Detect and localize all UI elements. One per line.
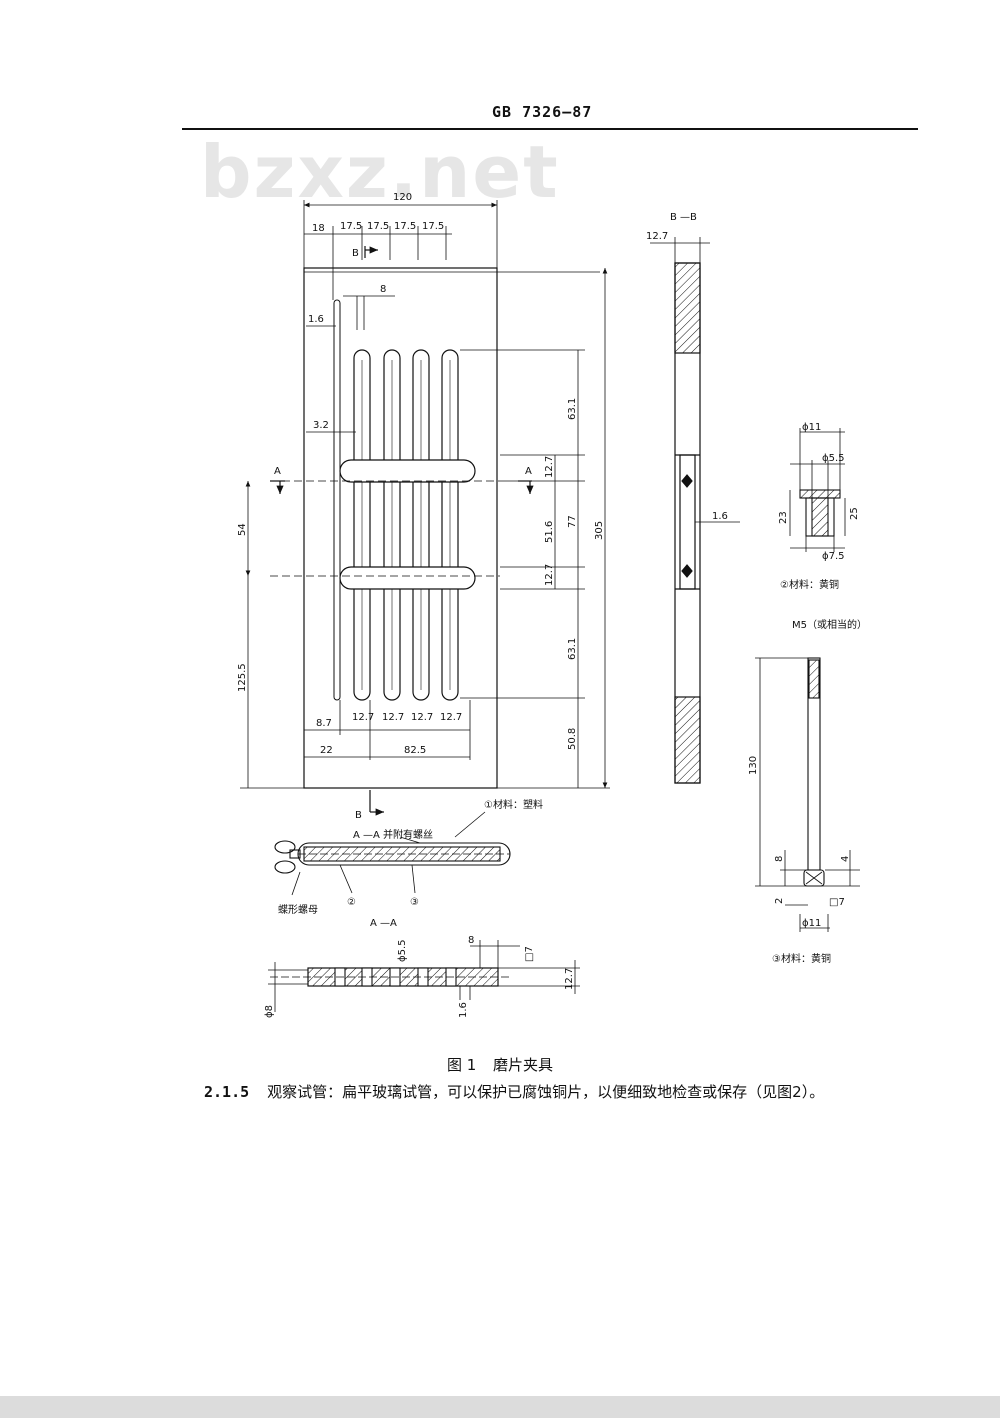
dim-82-5: 82.5: [404, 745, 426, 756]
bb-dim-12-7: 12.7: [646, 231, 668, 242]
aa-dim-12-7: 12.7: [564, 968, 575, 990]
figure-label: 图 1: [446, 1056, 477, 1074]
dim-3-2: 3.2: [313, 420, 329, 431]
aa-section-drawing: [268, 940, 580, 1012]
section-mark-a-right: A: [525, 466, 532, 477]
clause-text: 观察试管：扁平玻璃试管，可以保护已腐蚀铜片，以便细致地检查或保存（见图2）。: [267, 1083, 825, 1101]
slot-1: [353, 349, 371, 701]
aa-section-title: A —A: [370, 918, 397, 929]
dim-8: 8: [380, 284, 386, 295]
dim-18: 18: [312, 223, 325, 234]
dim-17-5-a: 17.5: [340, 221, 362, 232]
part2-labels: ϕ11 ϕ5.5 23 25 ϕ7.5 ②材料：黄铜: [778, 422, 860, 591]
aa-section-labels: A —A ϕ5.5 8 □7 12.7 ϕ8 1.6: [264, 918, 575, 1018]
dim-12-7-w4: 12.7: [440, 712, 462, 723]
aa-dim-8: 8: [468, 935, 474, 946]
dim-63-1-bottom: 63.1: [567, 638, 578, 660]
dim-12-7-w3: 12.7: [411, 712, 433, 723]
part2-dim-11: ϕ11: [802, 422, 821, 433]
bb-title: B —B: [670, 212, 697, 223]
dim-22: 22: [320, 745, 333, 756]
dim-1-6: 1.6: [308, 314, 324, 325]
dim-77: 77: [567, 515, 578, 528]
part2-dim-5-5: ϕ5.5: [822, 453, 845, 464]
part3-dim-8: 8: [774, 856, 785, 862]
part1-material: ①材料：塑料: [484, 798, 543, 811]
main-plate-outline: [303, 267, 498, 789]
part2-dim-23: 23: [778, 511, 789, 524]
clause-number: 2.1.5: [204, 1083, 250, 1101]
dim-12-7-b: 12.7: [544, 564, 555, 586]
aa-assembly-drawing: [274, 811, 511, 896]
aa-dim-1-6: 1.6: [458, 1002, 469, 1018]
part3-material: ③材料：黄铜: [772, 952, 831, 965]
dim-overall-width: 120: [393, 192, 412, 203]
dim-17-5-c: 17.5: [394, 221, 416, 232]
label-wing-nut: 蝶形螺母: [278, 903, 318, 916]
aa-dim-5-5: ϕ5.5: [397, 940, 408, 963]
figure-title: 磨片夹具: [493, 1056, 554, 1074]
bb-section-view: [650, 237, 740, 784]
part3-drawing: [755, 657, 860, 932]
dim-51-6: 51.6: [544, 521, 555, 543]
label-part2: ②: [347, 897, 356, 908]
dim-12-7-w1: 12.7: [352, 712, 374, 723]
dim-12-7-w2: 12.7: [382, 712, 404, 723]
part3-dim-2: 2: [774, 898, 785, 904]
dim-305: 305: [594, 521, 605, 540]
dim-17-5-b: 17.5: [367, 221, 389, 232]
aa-assembly-title: A —A 并附有螺丝: [353, 828, 433, 841]
part3-labels: M5（或相当的） 130 8 4 2 □7 ϕ11 ③材料：黄铜: [748, 618, 867, 965]
dim-8-7: 8.7: [316, 718, 332, 729]
slot-4: [441, 349, 459, 701]
main-view-labels: 120 18 17.5 17.5 17.5 17.5 8 B 1.6 3.2 A…: [237, 192, 605, 821]
aa-sq-7: □7: [524, 946, 535, 962]
part2-drawing: [789, 428, 846, 552]
part2-dim-25: 25: [849, 507, 860, 520]
viewer-bottom-strip: [0, 1396, 1000, 1418]
header-rule: [182, 128, 918, 130]
section-mark-a-left: A: [274, 466, 281, 477]
clause-2-1-5: 2.1.5 观察试管：扁平玻璃试管，可以保护已腐蚀铜片，以便细致地检查或保存（见图…: [204, 1081, 924, 1102]
section-mark-b-bottom: B: [355, 810, 362, 821]
label-part3: ③: [410, 897, 419, 908]
part2-material: ②材料：黄铜: [780, 578, 839, 591]
bb-dim-1-6: 1.6: [712, 511, 728, 522]
part3-dim-11: ϕ11: [802, 918, 821, 929]
dim-63-1-top: 63.1: [567, 398, 578, 420]
aa-dim-8-dia: ϕ8: [264, 1005, 275, 1018]
dim-50-8: 50.8: [567, 728, 578, 750]
part3-dim-130: 130: [748, 756, 759, 775]
figure-1-drawing: 120 18 17.5 17.5 17.5 17.5 8 B 1.6 3.2 A…: [237, 192, 867, 1018]
dim-54: 54: [237, 523, 248, 536]
watermark: bzxz.net: [200, 130, 560, 214]
main-view: [240, 200, 610, 816]
standard-code: GB 7326—87: [492, 103, 593, 121]
dim-17-5-d: 17.5: [422, 221, 444, 232]
part2-dim-7-5: ϕ7.5: [822, 551, 845, 562]
crossbar-top: [339, 459, 476, 483]
aa-assembly-labels: ①材料：塑料 A —A 并附有螺丝 蝶形螺母 ② ③: [278, 798, 543, 916]
crossbar-bottom: [339, 566, 476, 590]
dim-125-5: 125.5: [237, 663, 248, 692]
part3-sq-7: □7: [829, 897, 845, 908]
dim-12-7-a: 12.7: [544, 456, 555, 478]
figure-caption: 图 1 磨片夹具: [0, 1054, 1000, 1075]
section-mark-b-top: B: [352, 248, 359, 259]
part3-thread: M5（或相当的）: [792, 618, 867, 631]
bb-section-labels: B —B 12.7 1.6: [646, 212, 728, 522]
part3-dim-4: 4: [840, 856, 851, 862]
slot-3: [412, 349, 430, 701]
slot-2: [383, 349, 401, 701]
